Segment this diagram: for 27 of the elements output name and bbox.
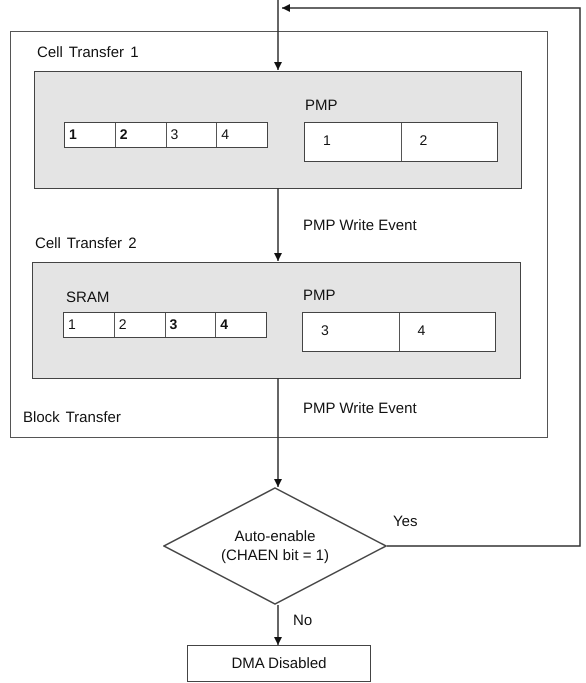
arrow — [274, 605, 282, 645]
memory-cell-text: 3 — [320, 321, 330, 340]
decision-text: Auto-enable (CHAEN bit = 1) — [220, 527, 330, 565]
memory-array — [64, 122, 268, 148]
memory-cell: 2 — [114, 313, 164, 337]
arrow — [274, 378, 282, 487]
process-box: DMA Disabled — [187, 645, 371, 682]
memory-cell: 3 — [166, 123, 216, 147]
panel-heading: Cell Transfer 2 — [35, 235, 137, 252]
memory-cell-text: 1 — [322, 131, 332, 150]
array-heading: PMP — [303, 287, 336, 304]
memory-cell: 2 — [400, 123, 497, 161]
memory-cell: 3 — [164, 313, 216, 337]
arrow — [274, 188, 282, 261]
panel-heading: Cell Transfer 1 — [37, 44, 139, 61]
block-frame — [10, 31, 548, 438]
block-heading: Block Transfer — [23, 409, 121, 426]
memory-cell-text: 1 — [67, 315, 77, 334]
memory-cell: 4 — [398, 313, 495, 351]
memory-cell: 2 — [114, 123, 166, 147]
array-heading: PMP — [305, 97, 338, 114]
arrow — [282, 4, 581, 547]
array-heading: SRAM — [66, 289, 110, 306]
arrow — [274, 0, 282, 70]
memory-cell: 4 — [216, 123, 267, 147]
memory-cell: 4 — [215, 313, 266, 337]
memory-cell-text: 1 — [68, 125, 78, 144]
